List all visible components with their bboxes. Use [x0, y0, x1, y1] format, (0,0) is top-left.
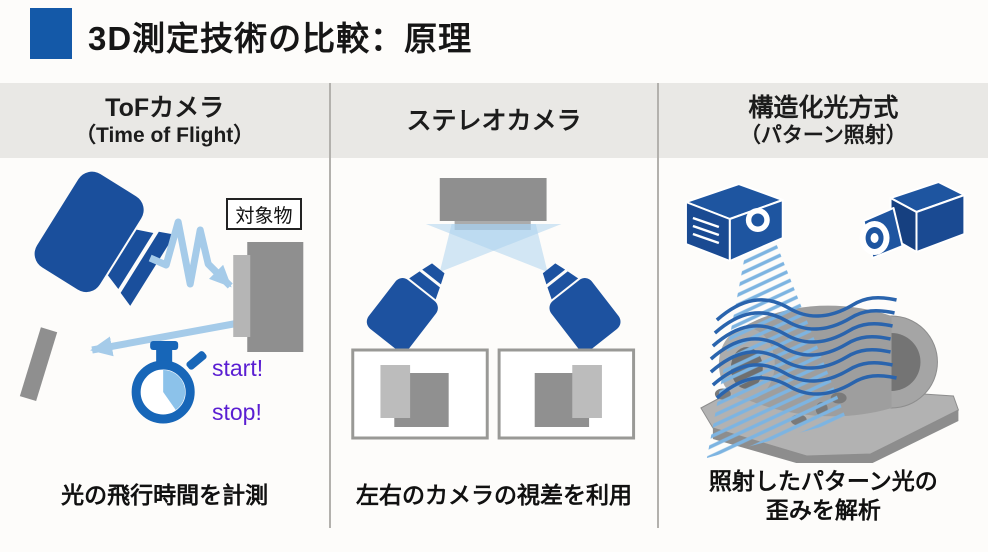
stereo-target-object [440, 178, 547, 230]
title-accent-square [30, 8, 72, 59]
column-subtitle: （パターン照射） [739, 123, 907, 147]
left-view-box [351, 348, 490, 440]
stopwatch-start-label: start! [212, 355, 264, 381]
page-title: 3D測定技術の比較：原理 [88, 20, 473, 57]
caption-line: 光の飛行時間を計測 [61, 482, 269, 508]
right-view-box [497, 348, 636, 440]
camera-icon [859, 181, 966, 259]
right-stereo-camera-icon [543, 263, 621, 352]
column-title: ステレオカメラ [406, 106, 582, 135]
caption-line: 左右のカメラの視差を利用 [355, 482, 632, 508]
right-camera-beam [426, 224, 548, 272]
structured-light-illustration [684, 181, 966, 463]
projector-icon [684, 183, 784, 262]
column-stereo: ステレオカメラ [329, 83, 659, 528]
column-structured-light: 構造化光方式 （パターン照射） [658, 83, 988, 528]
figure-tof: 対象物 start! stop! [0, 158, 329, 463]
distorted-pattern-stripes [709, 295, 897, 400]
caption-line: 照射したパターン光の [708, 467, 938, 494]
tof-camera-icon [34, 171, 175, 306]
light-pulse-arrow [148, 218, 233, 289]
receiver-plate [19, 327, 58, 402]
column-title: 構造化光方式 [748, 93, 899, 122]
comparison-columns: ToFカメラ （Time of Flight） [0, 83, 988, 528]
tof-illustration [19, 171, 304, 424]
stopwatch-stop-label: stop! [212, 399, 262, 425]
stopwatch-icon [131, 341, 207, 424]
stereo-illustration [351, 178, 636, 440]
column-header-stereo: ステレオカメラ [331, 83, 657, 158]
caption-structured-light: 照射したパターン光の 歪みを解析 [659, 463, 988, 528]
pattern-light-cone [706, 224, 847, 458]
target-object [233, 242, 304, 352]
column-header-tof: ToFカメラ （Time of Flight） [0, 83, 330, 158]
caption-line: 歪みを解析 [765, 496, 881, 523]
column-subtitle: （Time of Flight） [75, 123, 255, 147]
figure-structured-light [659, 158, 988, 463]
column-header-structured-light: 構造化光方式 （パターン照射） [658, 83, 988, 158]
caption-stereo: 左右のカメラの視差を利用 [331, 463, 656, 528]
return-light-arrow [90, 318, 245, 357]
target-object-label: 対象物 [226, 198, 302, 230]
left-stereo-camera-icon [367, 263, 445, 352]
figure-stereo [331, 158, 656, 463]
column-tof: ToFカメラ （Time of Flight） [0, 83, 330, 528]
caption-tof: 光の飛行時間を計測 [0, 463, 329, 528]
column-title: ToFカメラ [105, 93, 225, 122]
